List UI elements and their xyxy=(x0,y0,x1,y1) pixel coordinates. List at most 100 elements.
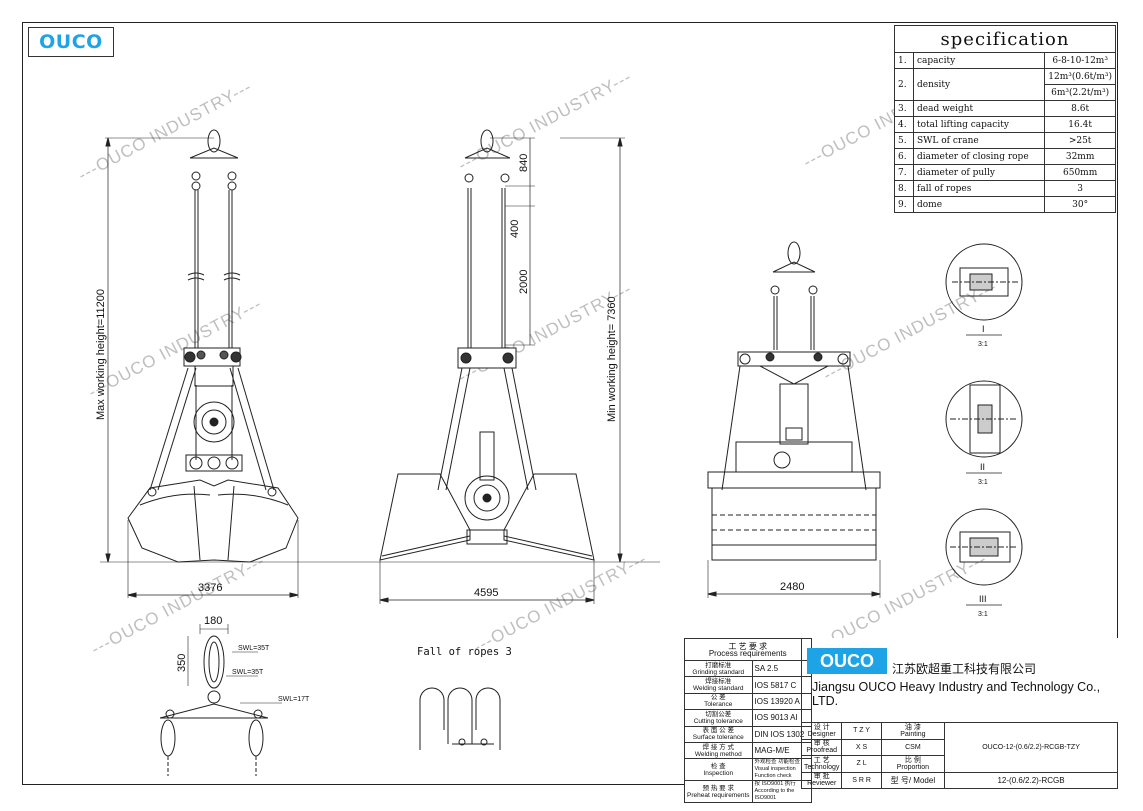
spec-value: >25t xyxy=(1044,132,1116,149)
spec-value: 6m³(2.2t/m³) xyxy=(1044,84,1116,101)
model-label: 型 号/ Model xyxy=(880,771,946,789)
detail-scale: 3:1 xyxy=(978,611,988,618)
process-cn: 切割公差 xyxy=(705,710,732,718)
sign-key-en: Painting xyxy=(900,730,926,738)
sign-role-cn: 审 核 xyxy=(813,740,830,748)
spec-title: specification xyxy=(894,25,1116,53)
dim-350: 350 xyxy=(176,654,188,672)
swl-label: SWL=17T xyxy=(278,696,310,703)
fall-of-ropes-label: Fall of ropes 3 xyxy=(417,646,512,658)
dim-400: 400 xyxy=(509,220,521,238)
detail-scale: 3:1 xyxy=(978,341,988,348)
sign-name: T Z Y xyxy=(841,722,882,740)
detail-scale: 3:1 xyxy=(978,479,988,486)
process-header-cn: 工 艺 要 求 xyxy=(728,641,768,651)
detail-label: I xyxy=(982,324,985,334)
company-name-en: Jiangsu OUCO Heavy Industry and Technolo… xyxy=(812,680,1101,708)
detail-label: II xyxy=(980,462,985,472)
spec-no: 7. xyxy=(894,164,914,181)
spec-item: density xyxy=(912,68,1046,101)
process-en: Cutting tolerance xyxy=(693,717,743,725)
ouco-logo: OUCO xyxy=(807,648,887,674)
process-cn: 打磨标准 xyxy=(705,661,732,669)
spec-item: capacity xyxy=(912,52,1046,69)
max-height-label: Max working height=11200 xyxy=(95,289,107,420)
process-cn: 焊接标准 xyxy=(705,678,732,686)
grab-view-closed xyxy=(707,241,881,561)
spec-row: 5.SWL of crane>25t xyxy=(894,132,1116,149)
swl-label: SWL=35T xyxy=(232,669,264,676)
spec-value: 650mm xyxy=(1044,164,1116,181)
spec-no: 9. xyxy=(894,196,914,213)
spec-no: 8. xyxy=(894,180,914,197)
spec-item: fall of ropes xyxy=(912,180,1046,197)
sign-role-cn: 设 计 xyxy=(813,723,830,731)
spec-item: diameter of pully xyxy=(912,164,1046,181)
spec-value: 3 xyxy=(1044,180,1116,197)
sign-role-cn: 审 批 xyxy=(813,773,830,781)
process-header-en: Process requirements xyxy=(708,648,787,658)
lifting-beam-detail xyxy=(159,624,282,776)
dim-840: 840 xyxy=(518,154,530,172)
spec-item: dead weight xyxy=(912,100,1046,117)
sign-role-en: Designer xyxy=(807,730,836,738)
sign-key-en: Proportion xyxy=(896,763,930,771)
process-en: Preheat requirements xyxy=(687,791,750,799)
sign-role-cn: 工 艺 xyxy=(813,756,830,764)
drawing-number: OUCO-12-(0.6/2.2)-RCGB-TZY xyxy=(944,722,1118,773)
sign-role-en: Proofread xyxy=(806,747,838,755)
spec-value: 6-8-10-12m³ xyxy=(1044,52,1116,69)
dim-180: 180 xyxy=(204,615,222,627)
spec-value: 30° xyxy=(1044,196,1116,213)
width-dim-1: 3376 xyxy=(198,582,222,594)
spec-item: SWL of crane xyxy=(912,132,1046,149)
process-cn: 预 热 要 求 xyxy=(702,784,734,792)
process-cn: 公 差 xyxy=(710,694,726,702)
sign-key-cn: 比 例 xyxy=(904,756,921,764)
model-number: 12-(0.6/2.2)-RCGB xyxy=(944,771,1118,789)
sign-role-en: Reviewer xyxy=(807,780,837,788)
company-block: OUCO 江苏欧超重工科技有限公司 Jiangsu OUCO Heavy Ind… xyxy=(801,638,1119,722)
sign-name: Z L xyxy=(841,755,882,773)
sign-role-en: Technology xyxy=(804,763,840,771)
sign-key-value: CSM xyxy=(880,738,946,756)
width-dim-3: 2480 xyxy=(780,581,804,593)
ouco-logo: OUCO xyxy=(28,27,114,57)
detail-I xyxy=(945,243,1023,336)
process-en: Inspection xyxy=(703,769,734,777)
process-en: Welding method xyxy=(694,750,742,758)
process-cn: 检 查 xyxy=(710,762,726,770)
spec-no: 3. xyxy=(894,100,914,117)
process-en: Tolerance xyxy=(704,701,733,709)
process-header: 工 艺 要 求 Process requirements xyxy=(684,638,812,661)
process-en: Surface tolerance xyxy=(692,734,744,742)
spec-no: 2. xyxy=(894,68,914,101)
spec-no: 5. xyxy=(894,132,914,149)
spec-item: total lifting capacity xyxy=(912,116,1046,133)
spec-value: 16.4t xyxy=(1044,116,1116,133)
min-height-label: Min working height= 7360 xyxy=(606,296,618,422)
grab-view-open xyxy=(127,129,299,563)
process-en: Welding standard xyxy=(693,685,744,693)
sign-name: S R R xyxy=(841,771,882,789)
spec-no: 4. xyxy=(894,116,914,133)
process-value: 外观检查 功能检查 Visual inspection Function che… xyxy=(751,758,812,782)
width-dim-2: 4595 xyxy=(474,587,498,599)
